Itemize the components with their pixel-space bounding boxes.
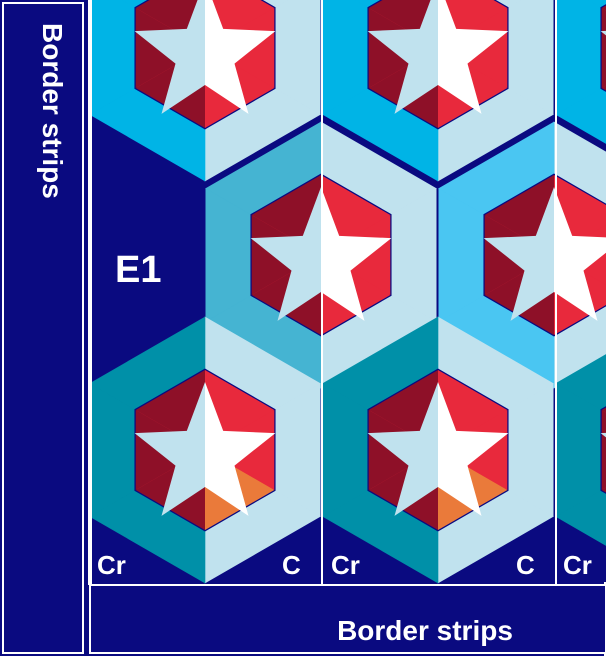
corner-label-cr-1: Cr xyxy=(97,550,126,580)
left-border-strip: Border strips xyxy=(3,3,83,653)
corner-label-cr-3: Cr xyxy=(563,550,592,580)
block-label-e1: E1 xyxy=(115,249,161,291)
bottom-border-label: Border strips xyxy=(337,615,513,646)
bottom-border-strip: Border strips xyxy=(90,585,606,653)
left-border-label: Border strips xyxy=(37,23,68,199)
corner-label-c-2: C xyxy=(516,550,535,580)
corner-label-c-1: C xyxy=(282,550,301,580)
hexagon-sector xyxy=(602,410,606,490)
quilt-field: E1 xyxy=(90,0,606,583)
hexagon-sector xyxy=(602,8,606,88)
corner-label-cr-2: Cr xyxy=(331,550,360,580)
